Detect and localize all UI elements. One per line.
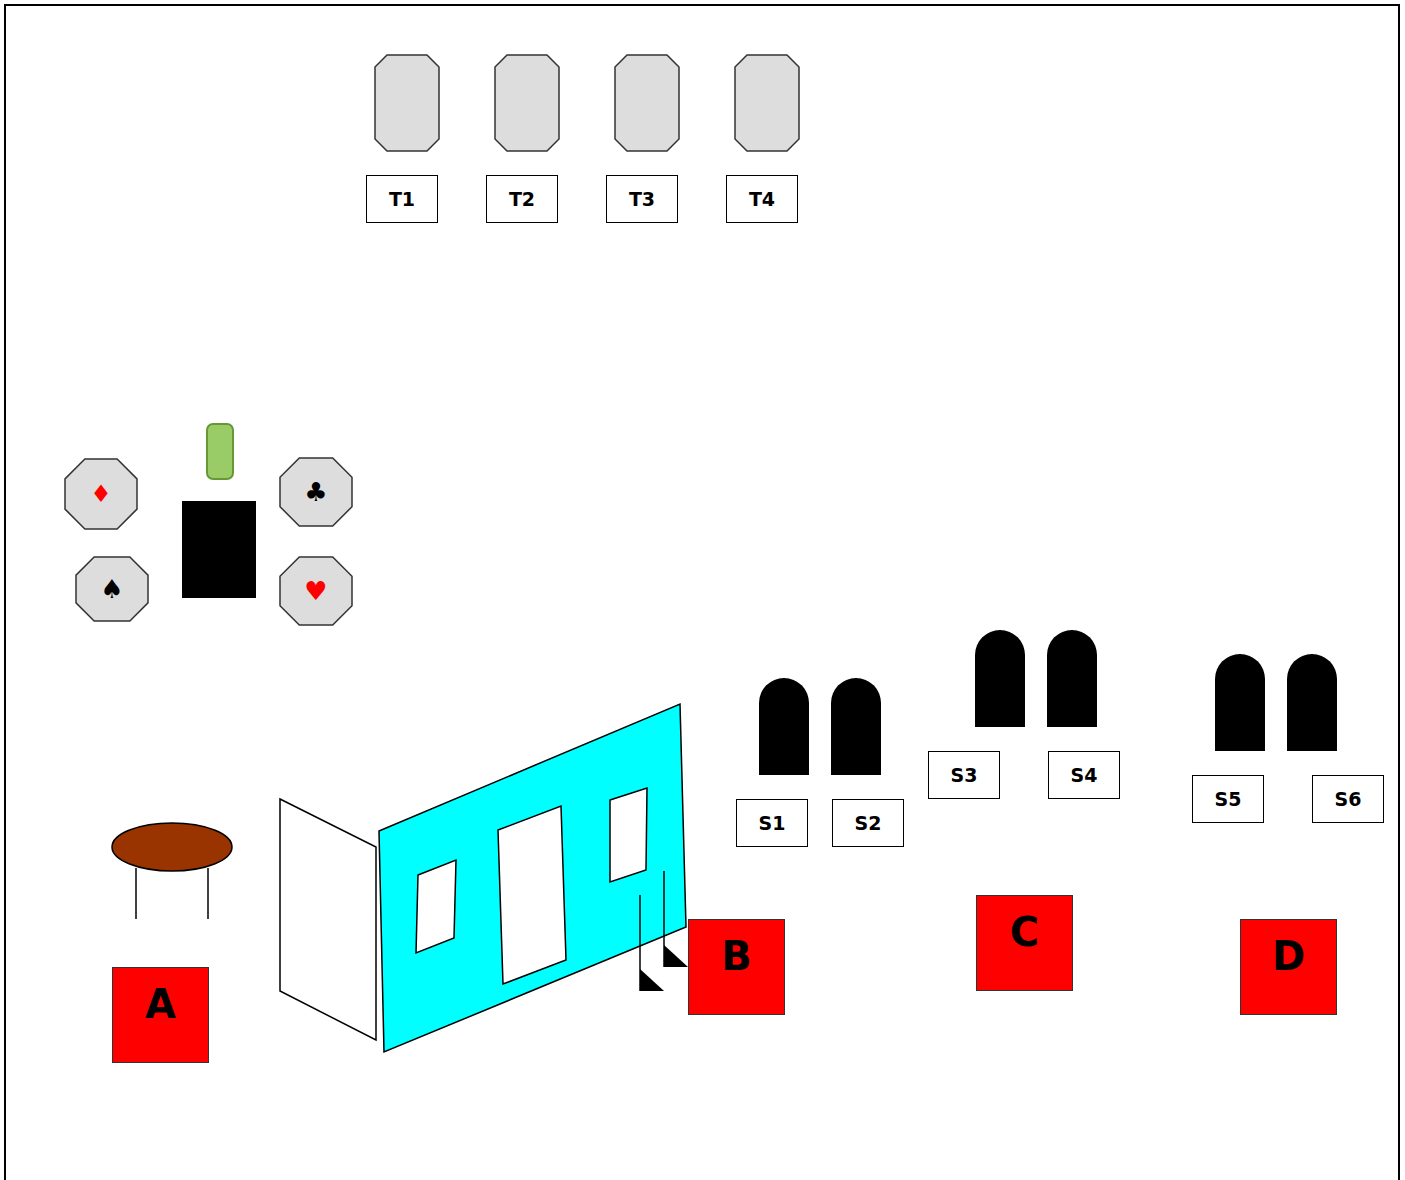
round-table: [112, 823, 232, 919]
front-wall: [379, 704, 686, 1052]
table-leg: [207, 868, 209, 919]
node-label: S5: [1215, 790, 1242, 809]
table-octagon: [495, 55, 559, 151]
node-label: S1: [759, 814, 786, 833]
window: [416, 860, 456, 953]
octagon-shape: [65, 459, 137, 529]
wall-set: [280, 704, 688, 1052]
table-octagons: [375, 55, 799, 151]
table-octagon: [615, 55, 679, 151]
seat-label-box: S3: [928, 751, 1000, 799]
seat-label-box: T3: [606, 175, 678, 223]
seat: [759, 678, 809, 775]
suit-symbol: ♣: [304, 479, 327, 505]
green-cylinder: [207, 424, 233, 479]
flag: [640, 969, 664, 991]
node-label: T1: [389, 190, 415, 209]
seat: [1287, 654, 1337, 751]
black-card-table: [182, 501, 256, 598]
octagon-shape: [76, 557, 148, 621]
table-octagon: [735, 55, 799, 151]
suit-octagon: ♠: [75, 556, 149, 622]
zone-marker: A: [112, 967, 209, 1063]
seat-label-box: S1: [736, 799, 808, 847]
node-label: T4: [749, 190, 775, 209]
node-label: T2: [509, 190, 535, 209]
suit-symbol: ♦: [90, 482, 112, 506]
window: [610, 788, 647, 882]
node-label: S4: [1071, 766, 1098, 785]
table-octagon: [375, 55, 439, 151]
octagon-shape: [280, 557, 352, 625]
suit-octagon: ♣: [279, 457, 353, 527]
node-label: S6: [1335, 790, 1362, 809]
node-label: B: [721, 936, 752, 976]
seat-label-box: T4: [726, 175, 798, 223]
seat: [831, 678, 881, 775]
seat-label-box: T1: [366, 175, 438, 223]
node-label: S2: [855, 814, 882, 833]
node-label: D: [1272, 936, 1305, 976]
zone-marker: D: [1240, 919, 1337, 1015]
seat-label-box: S6: [1312, 775, 1384, 823]
node-label: S3: [951, 766, 978, 785]
seat-label-box: S2: [832, 799, 904, 847]
seat: [975, 630, 1025, 727]
seat: [1215, 654, 1265, 751]
side-wall: [280, 799, 376, 1040]
octagon-shape: [280, 458, 352, 526]
node-label: A: [145, 984, 176, 1024]
node-label: T3: [629, 190, 655, 209]
room-frame: [5, 5, 1399, 1180]
seat-label-box: S5: [1192, 775, 1264, 823]
node-label: C: [1010, 912, 1039, 952]
zone-marker: C: [976, 895, 1073, 991]
suit-symbol: ♠: [100, 576, 123, 602]
zone-marker: B: [688, 919, 785, 1015]
table-top: [112, 823, 232, 871]
suit-octagon: ♥: [279, 556, 353, 626]
seat-label-box: S4: [1048, 751, 1120, 799]
door: [498, 806, 566, 984]
table-leg: [135, 868, 137, 919]
flag: [664, 945, 688, 967]
suit-symbol: ♥: [304, 578, 327, 604]
suit-octagon: ♦: [64, 458, 138, 530]
seat-label-box: T2: [486, 175, 558, 223]
seat: [1047, 630, 1097, 727]
